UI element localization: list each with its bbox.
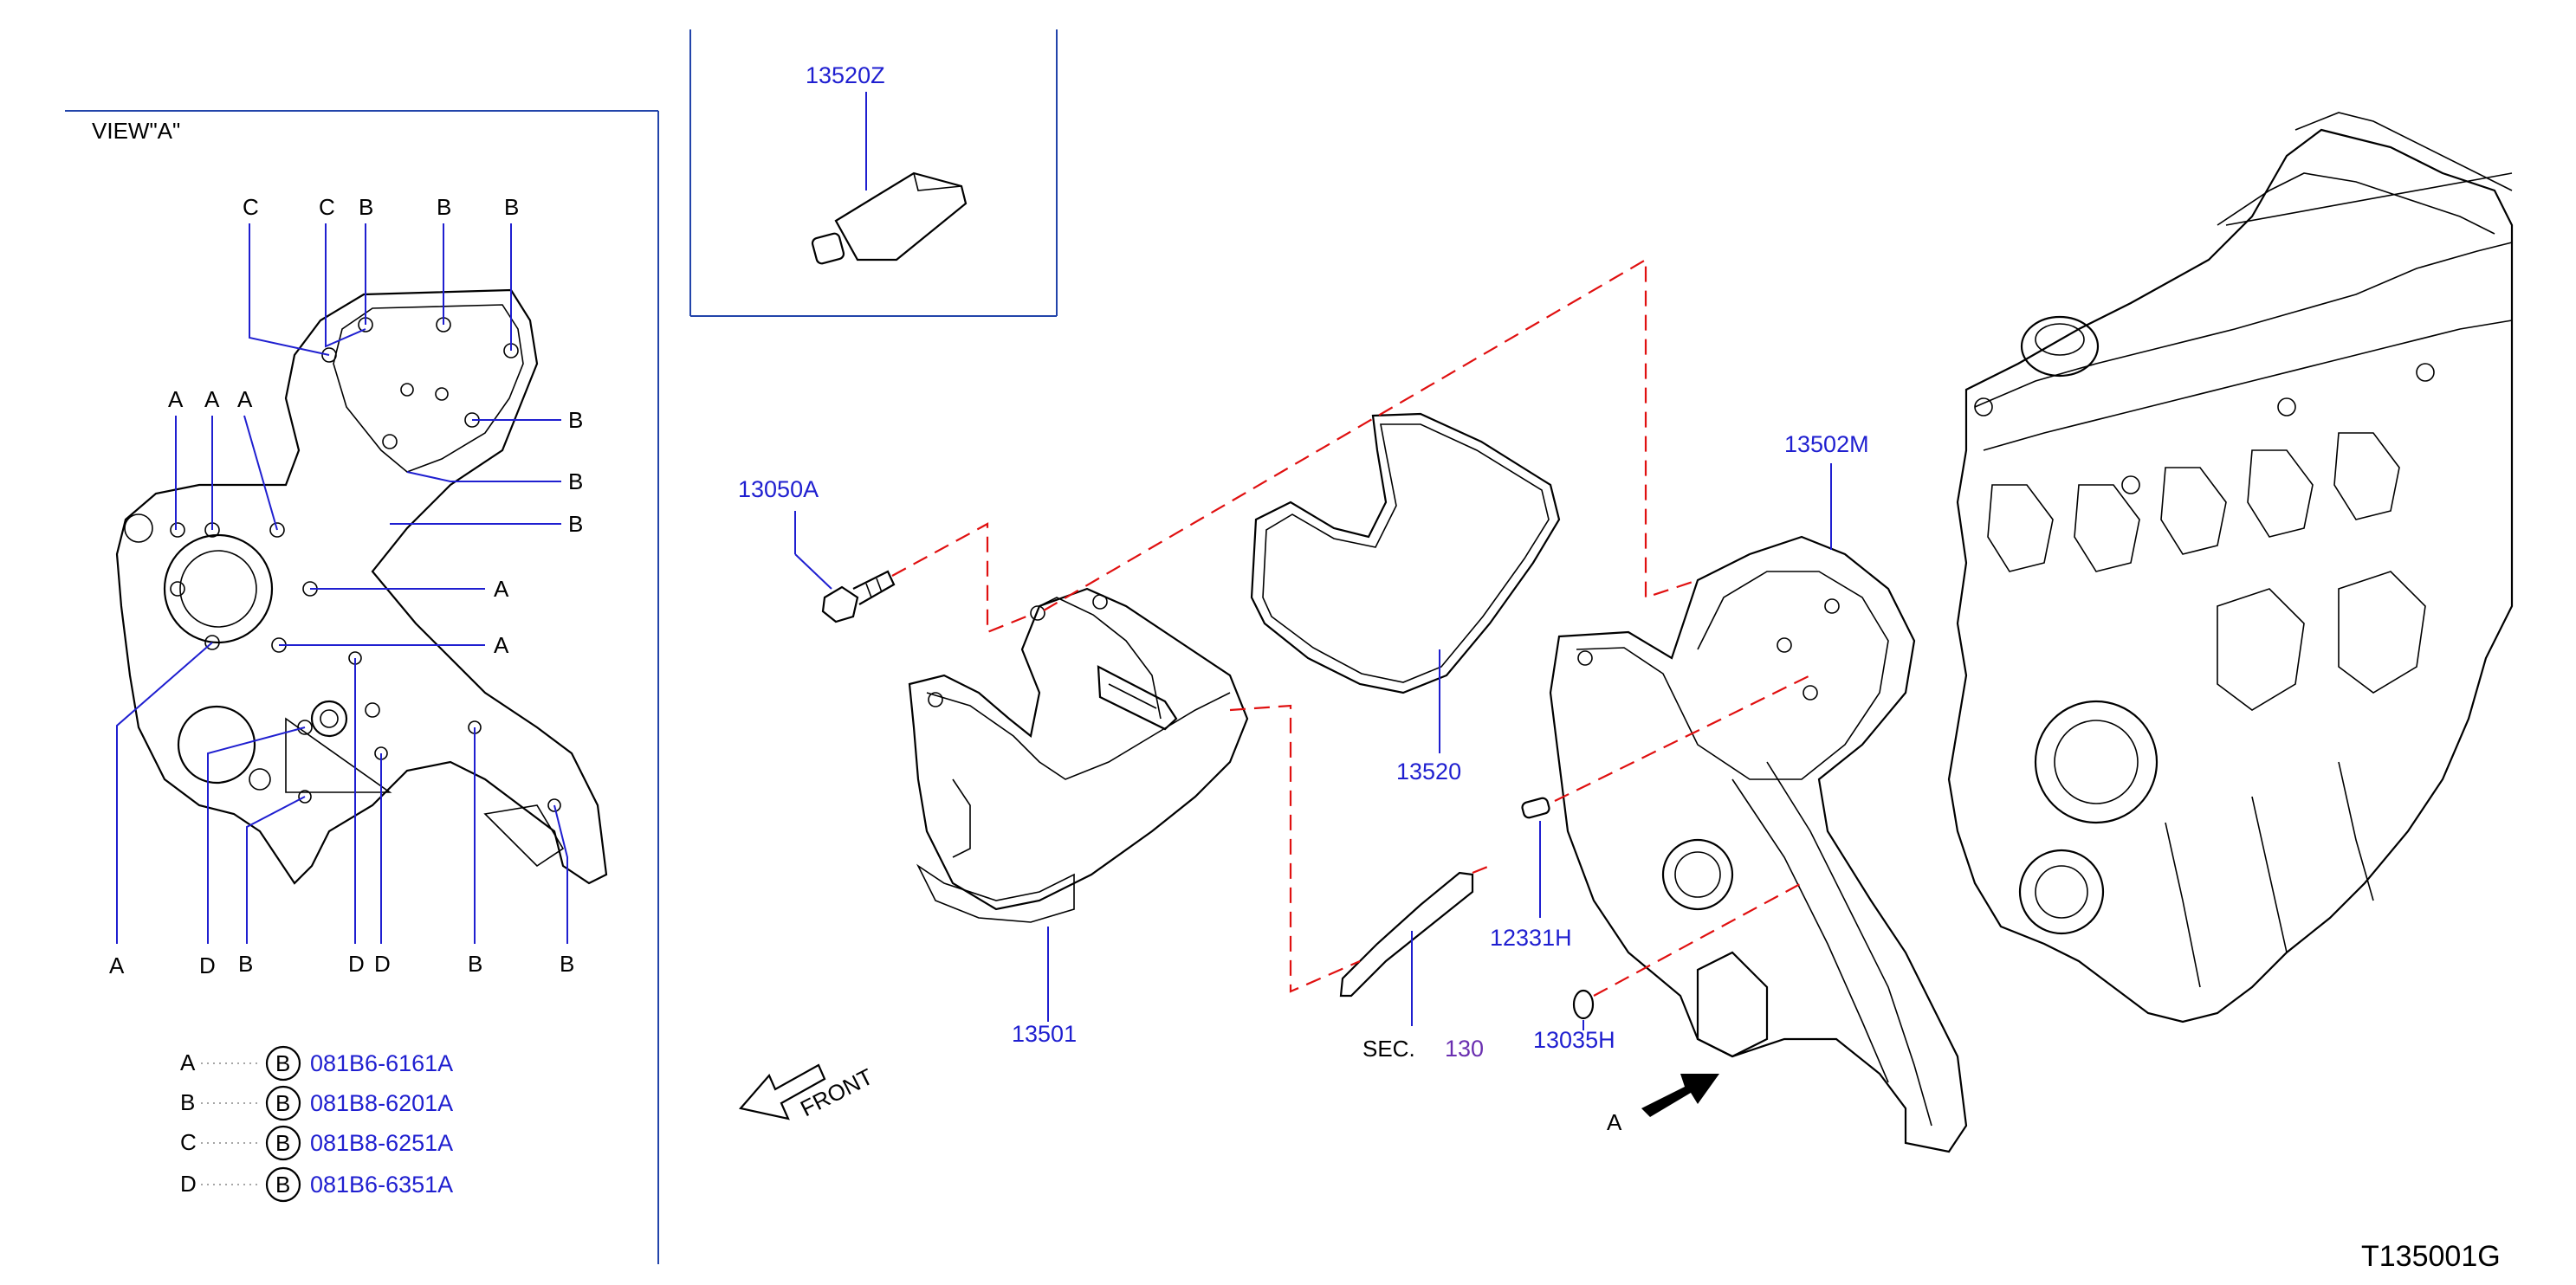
- view-a-lower-bore: [177, 705, 256, 785]
- callout-letter: A: [168, 386, 184, 412]
- callout-letter: A: [237, 386, 253, 412]
- view-a-pointer: A: [1607, 1074, 1719, 1135]
- callout-letter: B: [568, 407, 583, 433]
- callout-letter: A: [494, 632, 509, 658]
- sealant-box: 13520Z: [689, 29, 1058, 317]
- chain-guide: SEC. 130: [1339, 871, 1484, 1062]
- callout-letter: A: [204, 386, 220, 412]
- section-130-link[interactable]: 130: [1445, 1036, 1484, 1062]
- pin-12331H-group: 12331H: [1490, 797, 1572, 951]
- view-a-cover-drawing: [115, 288, 608, 885]
- view-a-crank-bore: [179, 550, 257, 628]
- front-cover-13501: 13501: [908, 587, 1249, 1047]
- dowel-pin-icon: [1521, 797, 1550, 819]
- legend-part-number[interactable]: 081B8-6201A: [310, 1090, 453, 1116]
- svg-text:B: B: [275, 1130, 290, 1156]
- view-a-idler-boss: [310, 700, 348, 738]
- alignment-guides: [891, 258, 1811, 997]
- view-a-bolt-holes: [170, 317, 561, 812]
- part-13502M[interactable]: 13502M: [1784, 431, 1869, 457]
- legend-letter: B: [180, 1089, 195, 1115]
- view-a-cover-outline: [115, 288, 608, 885]
- legend-row: C B 081B8-6251A: [180, 1125, 453, 1161]
- callout-letter: B: [560, 951, 574, 977]
- washer-13035H-group: 13035H: [1533, 989, 1615, 1053]
- callout-letter: B: [359, 194, 373, 220]
- legend-row: A B 081B6-6161A: [180, 1045, 453, 1082]
- callout-letter: B: [468, 951, 482, 977]
- front-arrow-icon: [738, 1063, 826, 1120]
- part-12331H[interactable]: 12331H: [1490, 925, 1572, 951]
- legend-letter: D: [180, 1171, 197, 1197]
- bolt-13050A-group: 13050A: [738, 476, 896, 623]
- legend-part-number[interactable]: 081B8-6251A: [310, 1130, 453, 1156]
- bolt-b-circle-icon: [265, 1045, 301, 1082]
- legend-letter: C: [180, 1129, 197, 1155]
- front-label: FRONT: [796, 1063, 877, 1121]
- washer-icon: [1572, 989, 1595, 1020]
- nissan-badge: [1097, 665, 1178, 731]
- bolt-legend: A B 081B6-6161A B B 081B8-6201A C B 081B…: [180, 1045, 453, 1203]
- callout-letter: C: [319, 194, 335, 220]
- view-a-pointer-label: A: [1607, 1109, 1622, 1135]
- part-13035H[interactable]: 13035H: [1533, 1027, 1615, 1053]
- callout-letter: A: [109, 952, 125, 978]
- bolt-b-circle-icon: [265, 1125, 301, 1161]
- legend-part-number[interactable]: 081B6-6161A: [310, 1050, 453, 1076]
- engine-block: [1947, 112, 2514, 1023]
- view-a-crank-seal: [163, 533, 274, 644]
- view-a-callout-lines: [116, 223, 568, 944]
- part-13520Z[interactable]: 13520Z: [806, 62, 885, 88]
- legend-row: D B 081B6-6351A: [180, 1166, 453, 1203]
- callout-letter: D: [199, 952, 216, 978]
- callout-letter: B: [504, 194, 519, 220]
- callout-letter: B: [437, 194, 451, 220]
- callout-letter: B: [568, 511, 583, 537]
- legend-letter: A: [180, 1049, 196, 1075]
- part-13520[interactable]: 13520: [1396, 759, 1461, 785]
- bolt-b-circle-icon: [265, 1085, 301, 1121]
- svg-text:B: B: [275, 1050, 290, 1076]
- callout-letter: A: [494, 576, 509, 602]
- view-a-title: VIEW"A": [92, 118, 180, 144]
- view-a-upper-window: [333, 304, 524, 473]
- callout-letter: C: [243, 194, 259, 220]
- callout-letter: D: [348, 951, 365, 977]
- front-direction: FRONT: [738, 1063, 877, 1121]
- oil-filler-cap: [2020, 315, 2100, 378]
- svg-text:B: B: [275, 1090, 290, 1116]
- legend-part-number[interactable]: 081B6-6351A: [310, 1172, 453, 1198]
- part-13050A[interactable]: 13050A: [738, 476, 819, 502]
- gasket-13520: 13520: [1250, 412, 1561, 785]
- view-a-arrow-icon: [1641, 1074, 1719, 1117]
- callout-letter: B: [238, 951, 253, 977]
- sealant-tube-icon: [811, 171, 968, 265]
- section-label: SEC.: [1362, 1036, 1415, 1062]
- view-a-panel: VIEW"A": [65, 110, 659, 1264]
- callout-letter: D: [374, 951, 391, 977]
- svg-text:B: B: [275, 1172, 290, 1198]
- bolt-b-circle-icon: [265, 1166, 301, 1203]
- callout-letter: B: [568, 468, 583, 494]
- part-13501[interactable]: 13501: [1012, 1021, 1077, 1047]
- bolt-icon: [821, 570, 896, 623]
- legend-row: B B 081B8-6201A: [180, 1085, 453, 1121]
- diagram-id: T135001G: [2361, 1240, 2501, 1273]
